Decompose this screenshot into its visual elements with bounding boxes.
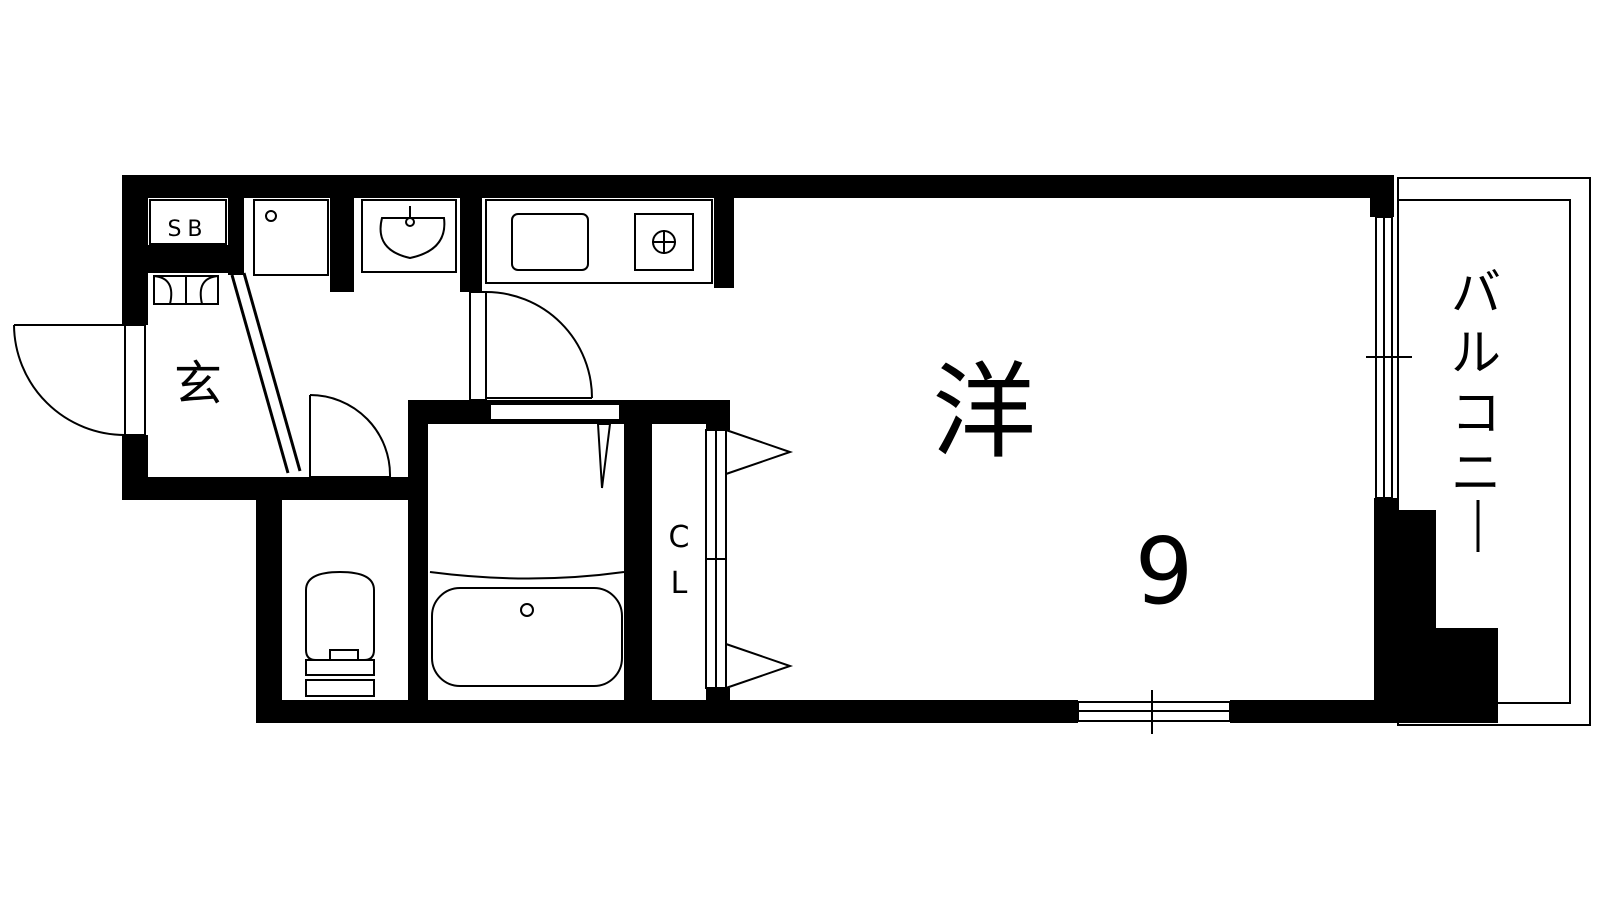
kitchen-counter (485, 199, 713, 284)
shoebox-wall (148, 245, 228, 273)
balcony-block-lower (1374, 628, 1498, 723)
entrance-label: 玄 (174, 356, 222, 412)
bath-left-wall (408, 400, 428, 723)
toilet-fixture (305, 570, 375, 697)
balcony (1366, 177, 1591, 726)
shoebox-label: SB (167, 217, 208, 242)
closet-right-stub-top (706, 400, 730, 430)
balcony-char: ニ (1451, 444, 1501, 502)
front-door-swing (13, 324, 126, 436)
toilet-door (309, 394, 392, 498)
washbasin (361, 199, 457, 273)
kitchen-door (469, 291, 593, 401)
western-room-size: 9 (1135, 518, 1194, 625)
closet-doors (705, 429, 794, 689)
balcony-char: バ (1451, 264, 1501, 322)
kitchen-right-stub (714, 198, 734, 288)
bottom-window (1077, 690, 1231, 734)
balcony-char: ル (1451, 324, 1501, 382)
bottom-wall-right (1230, 700, 1398, 723)
balcony-label: バ ル コ ニ (1451, 264, 1501, 552)
toilet-left-wall (256, 477, 282, 723)
shoebox-doors (153, 275, 219, 305)
left-wall-upper (122, 175, 148, 325)
balcony-char: コ (1451, 384, 1501, 442)
closet-label-c: C (669, 520, 690, 555)
partition-sink-kitchen (460, 198, 482, 292)
entrance-door (13, 324, 146, 436)
walls (122, 175, 1498, 723)
bath-right-wall (624, 400, 652, 723)
closet-right-stub-bottom (706, 688, 730, 723)
bath-door-frame (489, 403, 621, 421)
western-room-label: 洋 (932, 351, 1036, 473)
front-door-frame (124, 324, 146, 436)
balcony-inner (1397, 199, 1571, 704)
shoebox-cabinet (149, 199, 227, 245)
sliding-partition (230, 272, 302, 474)
top-wall (122, 175, 1370, 198)
right-wall-top (1370, 175, 1394, 217)
partition-washer-sink (330, 198, 354, 292)
closet-label-l: L (671, 566, 688, 601)
bathtub (429, 571, 625, 687)
washer-space (253, 199, 329, 276)
partition-sb-washer (228, 198, 244, 275)
bath-door (596, 423, 612, 489)
bottom-wall-left (256, 700, 1078, 723)
bath-door-opening (490, 404, 620, 420)
